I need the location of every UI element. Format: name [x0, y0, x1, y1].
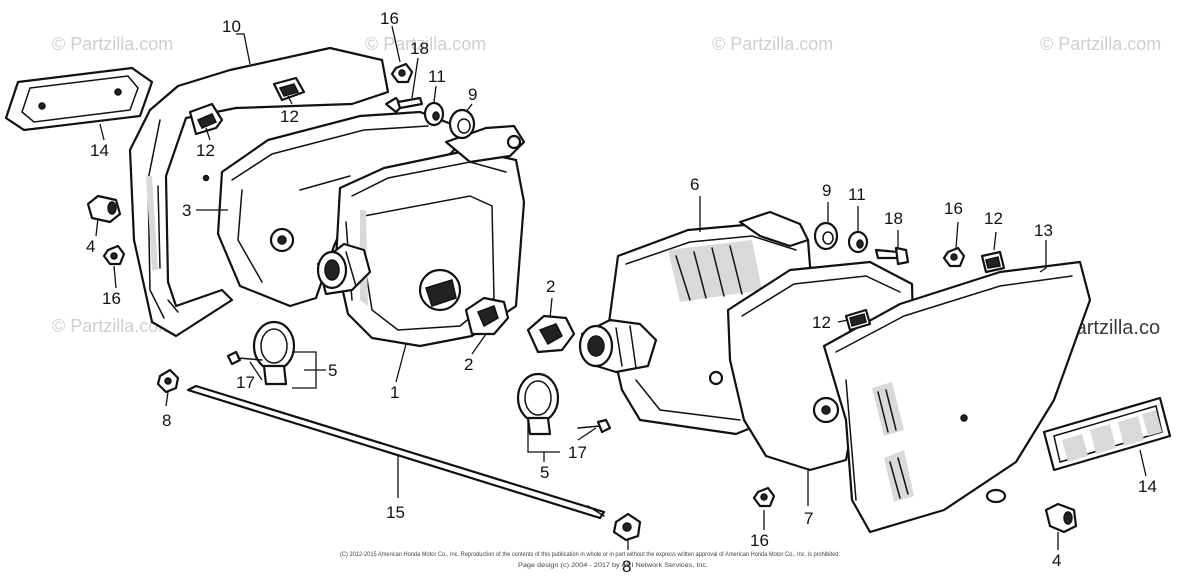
callout-16: 16	[944, 199, 963, 218]
callout-14: 14	[1138, 477, 1157, 496]
part-16-nut	[390, 62, 414, 84]
callout-16: 16	[380, 9, 399, 28]
callout-4: 4	[86, 237, 95, 256]
part-12-clip	[272, 76, 306, 102]
watermark: © Partzilla.com	[52, 316, 173, 336]
callout-2: 2	[546, 277, 555, 296]
callout-16: 16	[102, 289, 121, 308]
callout-14: 14	[90, 141, 109, 160]
callout-9: 9	[822, 181, 831, 200]
callout-12: 12	[196, 141, 215, 160]
callout-3: 3	[182, 201, 191, 220]
leader-lines	[95, 25, 1147, 550]
part-5-clamp-band-right	[516, 372, 560, 436]
part-15-rod	[186, 384, 606, 520]
callout-16: 16	[750, 531, 769, 550]
part-12-clip	[844, 308, 872, 332]
part-4-cap-right	[1044, 502, 1078, 534]
callout-1: 1	[390, 383, 399, 402]
callout-12: 12	[280, 107, 299, 126]
part-mounting-bracket-left	[444, 124, 526, 164]
part-4-cap-left	[86, 194, 122, 224]
part-9-grommet	[448, 108, 476, 140]
callout-17: 17	[568, 443, 587, 462]
part-8-nut	[156, 368, 180, 394]
callout-18: 18	[410, 39, 429, 58]
part-14-emblem-right	[1042, 396, 1172, 472]
part-8-nut	[612, 512, 642, 542]
page-design-notice: Page design (c) 2004 - 2017 by ARI Netwo…	[518, 562, 708, 569]
part-17-screw	[226, 350, 263, 366]
callout-12: 12	[984, 209, 1003, 228]
callout-17: 17	[236, 373, 255, 392]
callout-8: 8	[622, 557, 631, 576]
callout-11: 11	[848, 185, 866, 204]
watermark: © Partzilla.com	[1040, 34, 1161, 54]
callout-13: 13	[1034, 221, 1053, 240]
callout-2: 2	[464, 355, 473, 374]
callout-7: 7	[804, 509, 813, 528]
callout-4: 4	[1052, 551, 1061, 570]
part-14-emblem-left	[4, 66, 154, 132]
part-18-bolt	[874, 246, 910, 266]
part-11-collar	[423, 101, 445, 127]
part-11-collar	[847, 230, 869, 254]
part-16-nut	[752, 486, 776, 508]
part-5-clamp-band-left	[252, 320, 296, 386]
callout-18: 18	[884, 209, 903, 228]
part-18-bolt	[384, 96, 424, 114]
part-2-grommet-right	[526, 314, 576, 354]
callout-5: 5	[328, 361, 337, 380]
watermark: © Partzilla.com	[712, 34, 833, 54]
copyright-notice: (C) 2012-2015 American Honda Motor Co., …	[340, 551, 840, 558]
part-16-nut	[102, 244, 126, 266]
part-2-grommet-center	[464, 296, 510, 336]
callout-12: 12	[812, 313, 831, 332]
part-12-clip	[980, 250, 1006, 274]
callout-labels: 10 14 12 12 3 4 16 16 18 11 9 1 2 5 17 8…	[86, 9, 1157, 576]
callout-15: 15	[386, 503, 405, 522]
callout-8: 8	[162, 411, 171, 430]
part-side-cover-left	[128, 46, 390, 338]
part-12-clip	[188, 102, 224, 136]
callout-6: 6	[690, 175, 699, 194]
part-13-side-cover-right	[822, 260, 1092, 534]
callout-10: 10	[222, 17, 241, 36]
callout-11: 11	[428, 67, 446, 86]
part-1-air-cleaner-element	[316, 148, 526, 348]
callout-9: 9	[468, 85, 477, 104]
part-17-screw	[577, 418, 612, 434]
callout-5: 5	[540, 463, 549, 482]
part-16-nut	[942, 246, 966, 268]
part-9-grommet	[813, 221, 839, 251]
watermark: © Partzilla.com	[52, 34, 173, 54]
